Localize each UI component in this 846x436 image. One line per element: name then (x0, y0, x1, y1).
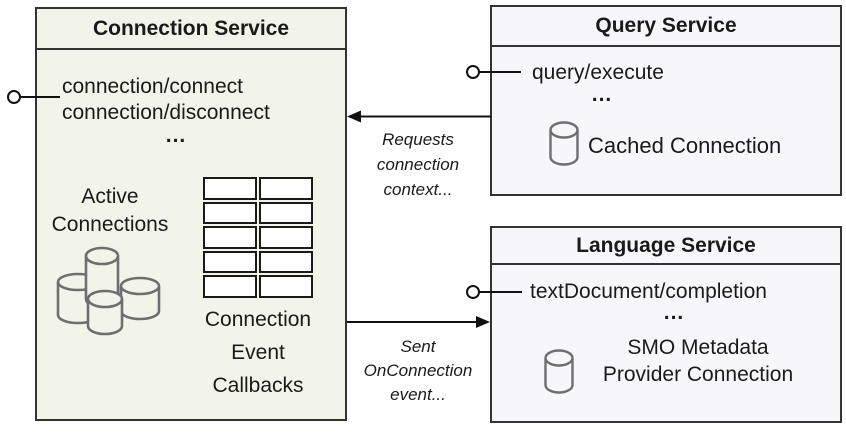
callbacks-table (203, 177, 313, 298)
table-cell (259, 275, 313, 298)
requests-connection-context-annotation: Requests connection context... (376, 130, 460, 199)
database-cluster-icon (55, 246, 165, 338)
method-query-execute: query/execute (532, 61, 664, 84)
requests-arrow-head-icon (347, 110, 361, 123)
language-service-title: Language Service (492, 228, 840, 265)
table-cell (259, 250, 313, 274)
method-connection-connect: connection/connect (62, 75, 243, 98)
method-textdocument-completion: textDocument/completion (530, 280, 767, 303)
table-cell (203, 226, 257, 249)
table-cell (203, 275, 257, 298)
method-connection-disconnect: connection/disconnect (62, 101, 270, 124)
smo-metadata-provider-connection-label: SMO Metadata Provider Connection (602, 336, 794, 386)
table-cell (203, 177, 257, 200)
query-service-box: Query Service (490, 5, 842, 196)
sent-arrow-head-icon (476, 316, 490, 328)
table-cell (203, 201, 257, 225)
connection-service-title: Connection Service (37, 9, 345, 50)
cached-connection-database-icon (548, 121, 580, 167)
sent-onconnection-event-annotation: Sent OnConnection event... (363, 337, 473, 404)
query-methods-ellipsis: ... (591, 83, 613, 106)
smo-connection-database-icon (543, 349, 575, 395)
language-service-interface-lollipop-icon (466, 285, 480, 299)
query-service-interface-lollipop-icon (466, 65, 480, 79)
connection-service-interface-lollipop-icon (7, 90, 21, 104)
table-cell (259, 177, 313, 200)
connection-event-callbacks-label: Connection Event Callbacks (204, 308, 312, 397)
table-cell (203, 250, 257, 274)
cached-connection-label: Cached Connection (588, 133, 782, 158)
active-connections-label: Active Connections (51, 185, 169, 236)
query-service-title: Query Service (492, 7, 840, 47)
table-cell (259, 226, 313, 249)
language-methods-ellipsis: ... (663, 301, 685, 324)
table-cell (259, 201, 313, 225)
connection-methods-ellipsis: ... (165, 124, 187, 147)
